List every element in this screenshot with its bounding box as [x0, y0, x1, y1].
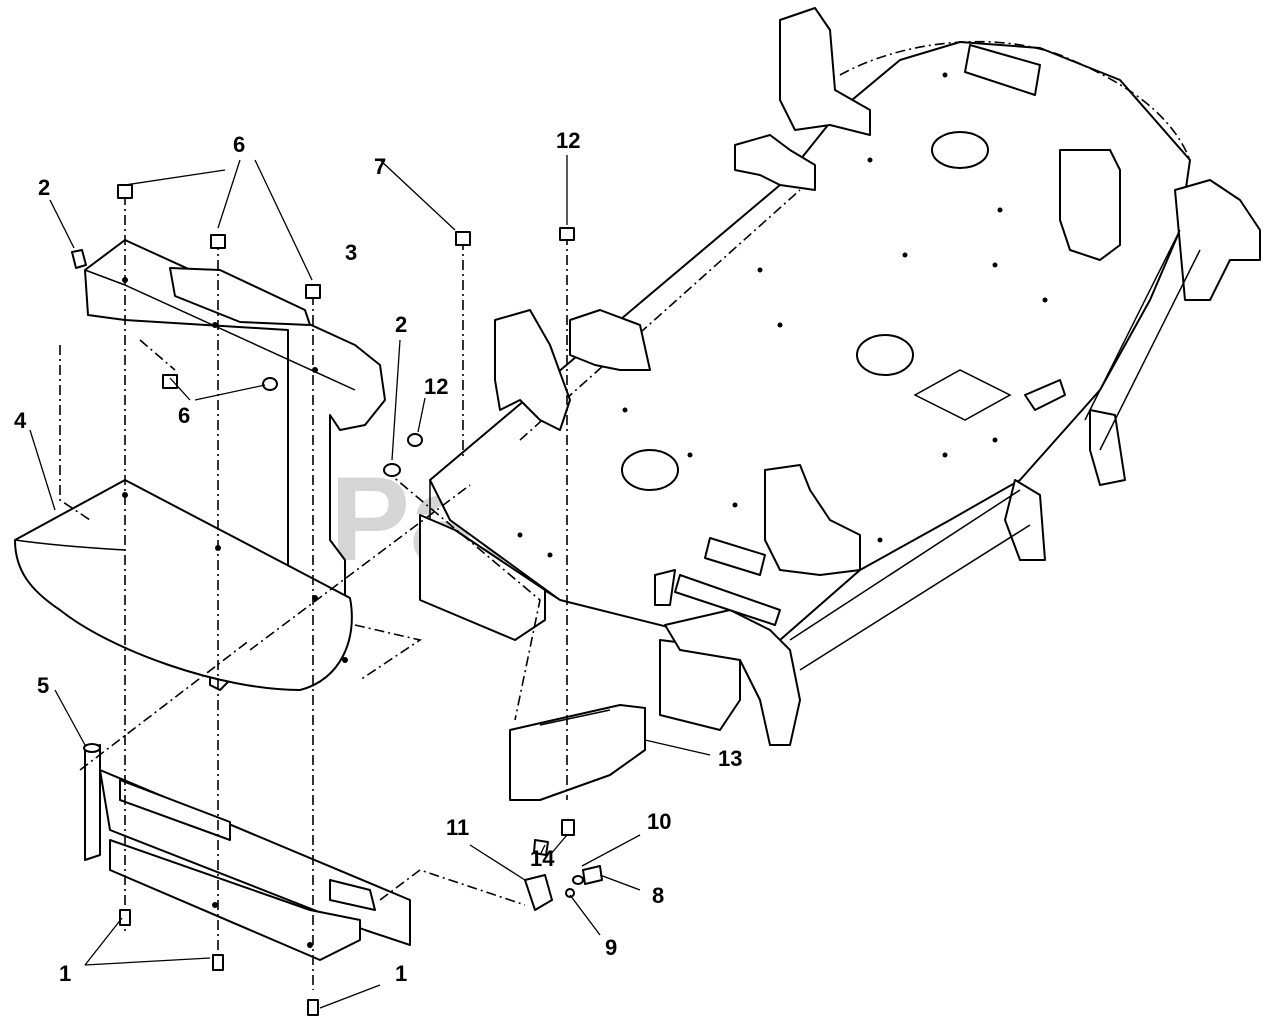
- callout-10: 10: [647, 809, 671, 834]
- fasteners: [71, 184, 575, 1016]
- callout-12-mid: 12: [424, 374, 448, 399]
- callout-1-right: 1: [395, 961, 407, 986]
- callout-2-left: 2: [38, 175, 50, 200]
- callout-labels: 1 1 2 2 3 4 5 6 6 7 8 9 10 11 12 12 13 1…: [14, 128, 742, 986]
- callout-8: 8: [652, 883, 664, 908]
- callout-6-lower: 6: [178, 403, 190, 428]
- link-arm: [379, 865, 603, 911]
- assembly-lines: [59, 195, 568, 990]
- mower-deck: [419, 7, 1261, 746]
- leader-lines: [29, 155, 711, 1009]
- callout-5: 5: [37, 673, 49, 698]
- cover-plate: [509, 704, 646, 801]
- callout-6-top: 6: [233, 132, 245, 157]
- callout-7: 7: [374, 154, 386, 179]
- pivot-rod-bracket: [83, 743, 411, 961]
- callout-12-top: 12: [556, 128, 580, 153]
- callout-13: 13: [718, 746, 742, 771]
- callout-1-left: 1: [59, 961, 71, 986]
- callout-11: 11: [446, 815, 469, 840]
- callout-3: 3: [345, 240, 357, 265]
- callout-14: 14: [530, 846, 555, 871]
- callout-2-right: 2: [395, 312, 407, 337]
- callout-9: 9: [605, 935, 617, 960]
- callout-4: 4: [14, 408, 27, 433]
